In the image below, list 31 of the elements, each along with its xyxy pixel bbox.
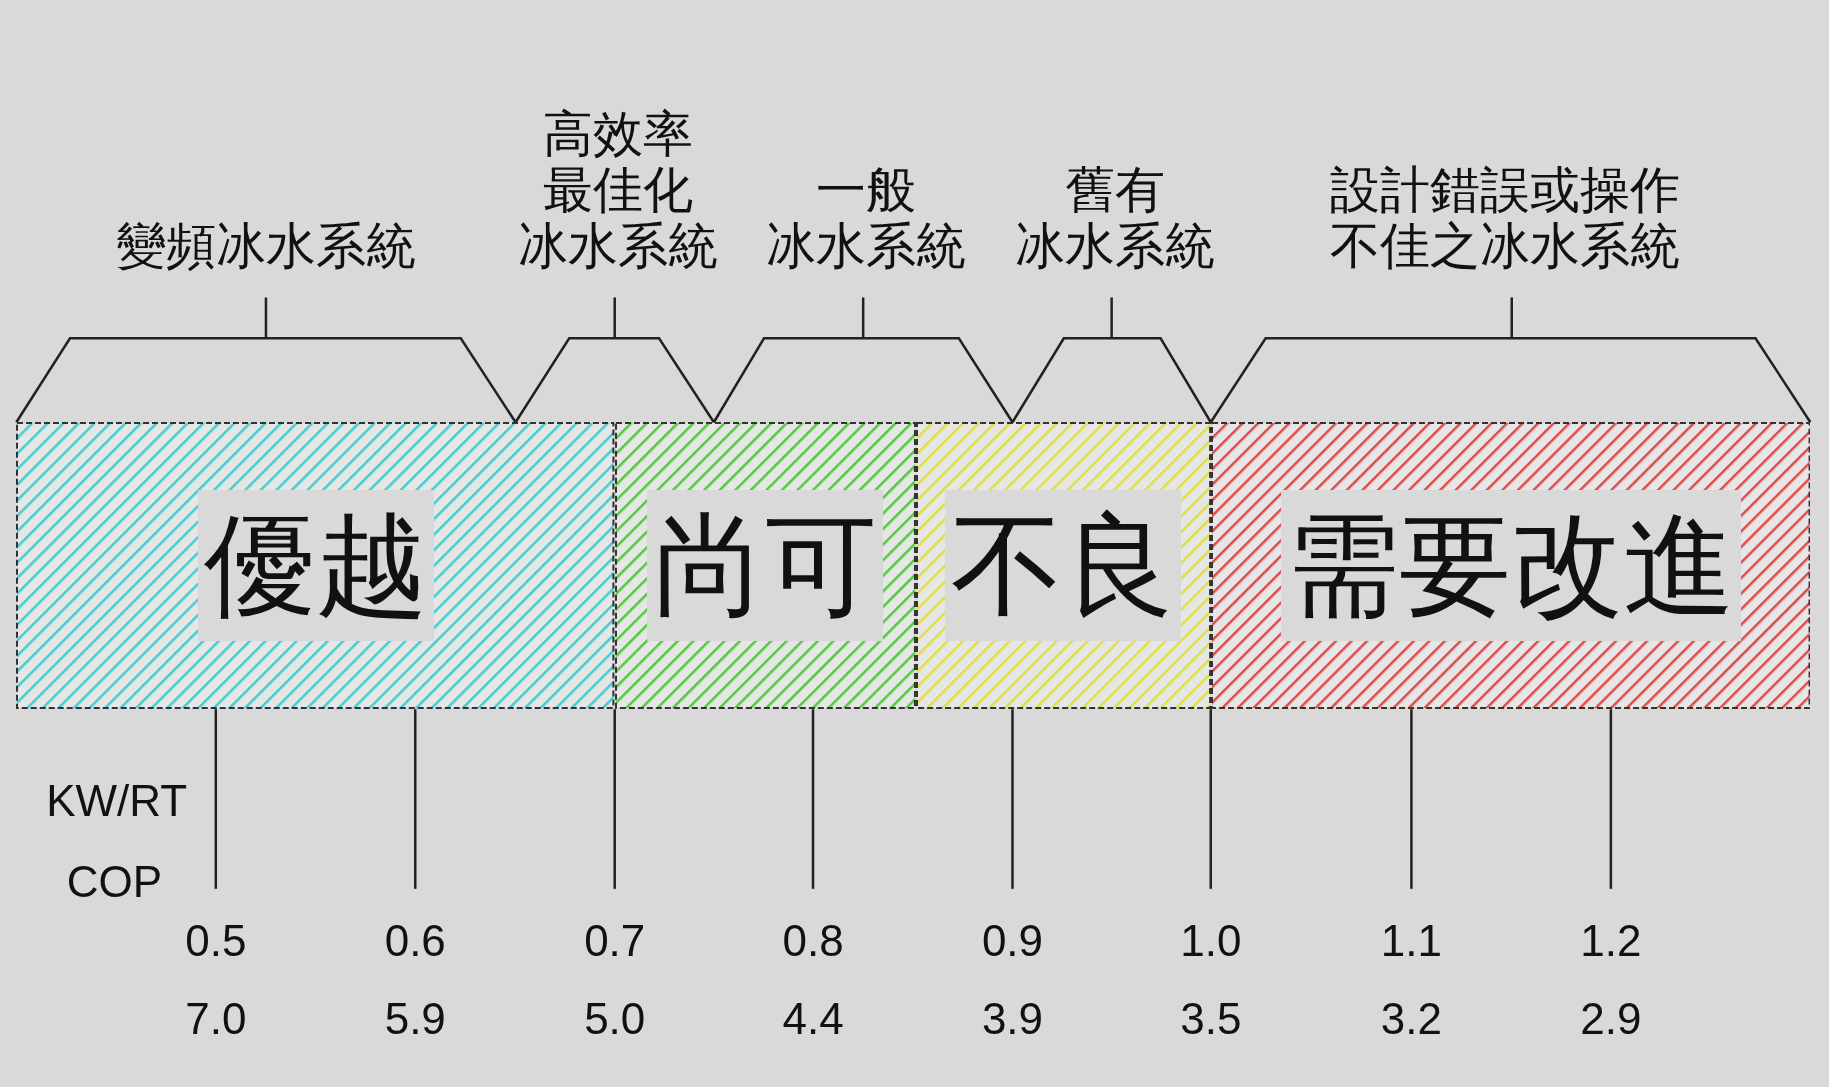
category-label: 高效率最佳化冰水系統 [518,106,719,275]
unit-label: COP [66,857,162,908]
scale-value: 0.8 [782,915,844,966]
scale-value: 1.0 [1180,915,1242,966]
scale-value: 0.7 [584,915,646,966]
scale-value: 7.0 [185,993,247,1044]
scale-value: 5.9 [384,993,446,1044]
scale-value: 0.5 [185,915,247,966]
scale-value: 3.9 [981,993,1044,1044]
scale-value: 3.2 [1380,993,1442,1044]
category-label: 一般冰水系統 [765,162,966,275]
scale-value: 3.5 [1180,993,1242,1044]
scale-value: 0.6 [384,915,446,966]
scale-value: 0.9 [981,915,1044,966]
rating-text: 不良 [945,490,1182,642]
rating-segment [915,422,1211,710]
rating-text: 優越 [197,490,434,642]
unit-label: KW/RT [46,775,188,826]
rating-segment [16,422,615,710]
scale-value: 5.0 [584,993,646,1044]
scale-value: 4.4 [782,993,844,1044]
scale-value: 1.2 [1580,915,1642,966]
rating-segment [1210,422,1811,710]
category-label: 變頻冰水系統 [115,218,416,275]
rating-text: 需要改進 [1280,490,1741,642]
scale-value: 2.9 [1580,993,1642,1044]
rating-text: 尚可 [647,490,884,642]
category-label: 設計錯誤或操作不佳之冰水系統 [1329,162,1680,275]
rating-segment [614,422,916,710]
scale-value: 1.1 [1380,915,1442,966]
category-label: 舊有冰水系統 [1015,162,1216,275]
